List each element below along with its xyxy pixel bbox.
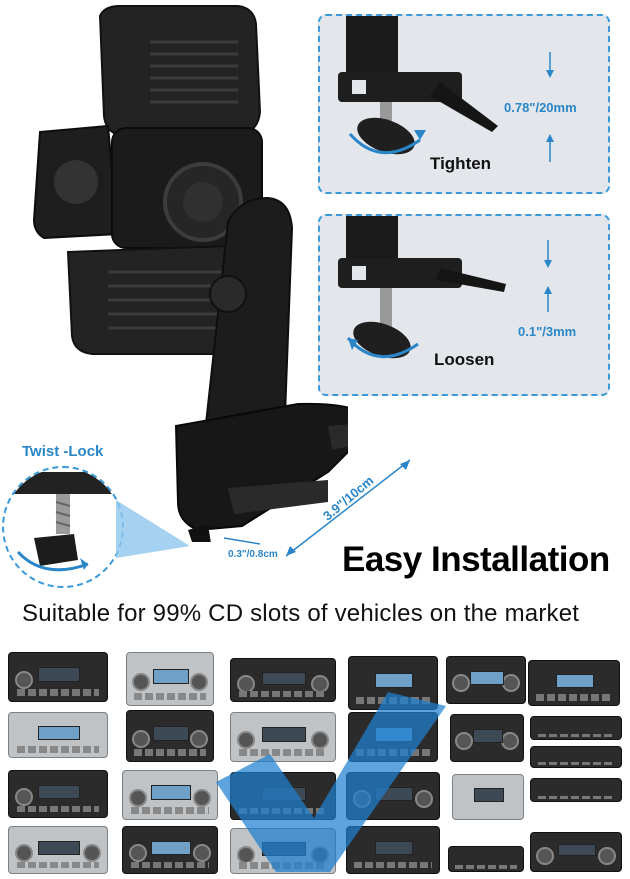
loosen-dimension: 0.1"/3mm (518, 324, 577, 339)
car-radio-image (448, 846, 524, 872)
car-radio-image (122, 770, 218, 820)
car-radio-image (8, 770, 108, 818)
car-radio-image (230, 658, 336, 702)
twist-lock-detail (2, 466, 124, 588)
tighten-label: Tighten (430, 154, 492, 173)
car-radio-image (528, 660, 620, 706)
loosen-label: Loosen (434, 350, 495, 369)
car-radio-image (530, 716, 622, 740)
car-radio-image (8, 652, 108, 702)
checkmark-icon (216, 692, 446, 872)
dimension-arrows (223, 459, 411, 557)
car-radio-image (530, 778, 622, 802)
loosen-panel: 0.1"/3mm Loosen (318, 214, 610, 396)
size-small-label: 0.3"/0.8cm (228, 549, 278, 560)
car-radio-grid (8, 650, 624, 876)
car-radio-image (530, 746, 622, 768)
page-subtitle: Suitable for 99% CD slots of vehicles on… (22, 600, 580, 627)
car-radio-image (530, 832, 622, 872)
twist-lock-label: Twist -Lock (22, 443, 104, 460)
car-radio-image (450, 714, 524, 762)
tighten-diagram (338, 16, 554, 162)
tighten-dimension: 0.78"/20mm (504, 100, 577, 115)
loosen-diagram (338, 216, 552, 359)
car-radio-image (346, 826, 440, 874)
car-radio-image (230, 712, 336, 762)
car-radio-image (452, 774, 524, 820)
callout-connector (116, 500, 190, 558)
twist-lock-diagram (14, 472, 114, 572)
tighten-panel: 0.78"/20mm Tighten (318, 14, 610, 194)
car-radio-image (446, 656, 526, 704)
car-radio-image (126, 652, 214, 706)
car-radio-image (8, 712, 108, 758)
car-radio-image (126, 710, 214, 762)
car-radio-image (8, 826, 108, 874)
car-radio-image (122, 826, 218, 874)
phone-mount-illustration (32, 5, 348, 542)
page-title: Easy Installation (342, 540, 610, 579)
